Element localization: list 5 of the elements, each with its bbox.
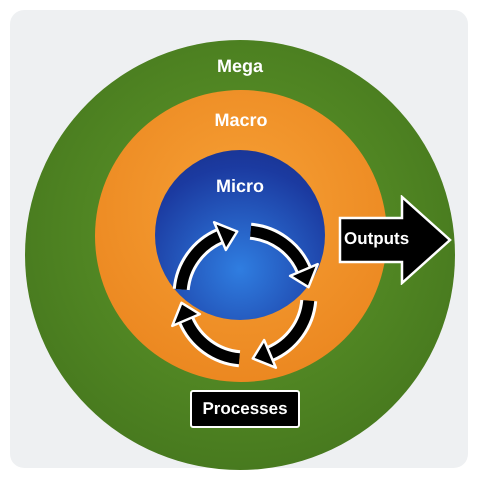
circle-label: Macro (214, 110, 268, 131)
label-box: Processes (190, 390, 300, 428)
circle-label: Micro (216, 176, 264, 197)
arrow-label: Outputs (344, 229, 410, 249)
circle-label: Mega (216, 56, 263, 77)
